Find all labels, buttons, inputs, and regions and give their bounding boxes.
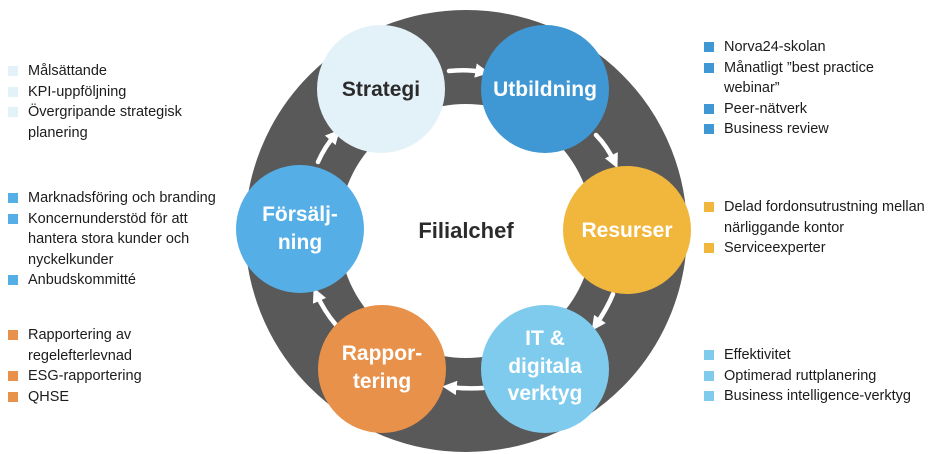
node-rapportering-label-2: tering (353, 370, 411, 393)
node-strategi-label: Strategi (342, 78, 420, 101)
node-strategi: Strategi (317, 25, 445, 153)
node-resurser-label: Resurser (581, 219, 672, 242)
list-item: Månatligt ”best practice webinar” (701, 58, 896, 99)
node-it-label-1: IT & (525, 327, 565, 350)
list-item: Serviceexperter (701, 238, 929, 259)
node-forsaljning: Försälj- ning (236, 165, 364, 293)
list-item: Peer-nätverk (701, 99, 896, 120)
list-item: Business review (701, 119, 896, 140)
node-utbildning: Utbildning (481, 25, 609, 153)
list-item: Koncernunderstöd för att hantera stora k… (5, 209, 240, 271)
bullet-square-icon (8, 107, 18, 117)
list-item: Norva24-skolan (701, 37, 896, 58)
bullet-square-icon (704, 103, 714, 114)
list-resurser: Delad fordonsutrustning mellan närliggan… (701, 197, 929, 259)
bullet-square-icon (8, 330, 18, 340)
bullet-square-icon (704, 370, 714, 381)
node-utbildning-label: Utbildning (493, 78, 597, 101)
node-forsaljning-label-2: ning (278, 231, 322, 254)
arrow-strategi-utbildning (446, 63, 490, 78)
list-item: Delad fordonsutrustning mellan närliggan… (701, 197, 929, 238)
list-item: Anbudskommitté (5, 270, 240, 291)
list-item-text: Optimerad ruttplanering (724, 367, 877, 384)
list-item-text: Anbudskommitté (28, 272, 136, 288)
list-item-text: Effektivitet (724, 347, 791, 363)
node-it-label-2: digitala (508, 355, 582, 378)
center-label: Filialchef (418, 218, 514, 243)
list-item: Övergripande strategisk planering (5, 102, 230, 143)
list-item: Optimerad ruttplanering (701, 366, 929, 387)
bullet-square-icon (8, 371, 18, 381)
node-forsaljning-label-1: Försälj- (262, 203, 338, 226)
bullet-square-icon (704, 350, 714, 360)
list-item-text: Serviceexperter (724, 240, 826, 256)
list-item-text: Business intelligence-verktyg (724, 388, 911, 404)
list-resurser-wrapper: Delad fordonsutrustning mellan närliggan… (701, 197, 929, 259)
bullet-square-icon (704, 124, 714, 134)
list-item-text: KPI-uppföljning (28, 83, 127, 100)
bullet-square-icon (8, 213, 18, 224)
list-item-text: Månatligt ”best practice webinar” (724, 59, 874, 97)
list-item: Marknadsföring och branding (5, 188, 240, 209)
list-item-text: Målsättande (28, 63, 107, 79)
list-item-text: Peer-nätverk (724, 100, 808, 117)
list-item-text: Rapportering av regelefterlevnad (28, 327, 132, 364)
list-item-text: ESG-rapportering (28, 368, 142, 384)
node-resurser: Resurser (563, 166, 691, 294)
bullet-square-icon (704, 62, 714, 73)
list-item-text: QHSE (28, 388, 70, 405)
arrow-resurser-it (591, 291, 616, 331)
node-rapportering: Rappor- tering (318, 305, 446, 433)
bullet-square-icon (704, 42, 714, 52)
bullet-square-icon (8, 66, 18, 76)
node-it: IT & digitala verktyg (481, 305, 609, 433)
bullet-square-icon (704, 202, 714, 212)
list-item: Målsättande (5, 61, 230, 82)
list-item-text: Business review (724, 121, 829, 137)
bullet-square-icon (8, 275, 18, 285)
node-it-label-3: verktyg (508, 382, 583, 405)
arrow-utbildning-resurser (593, 132, 618, 169)
list-item: Effektivitet (701, 345, 929, 366)
list-item: Business intelligence-verktyg (701, 386, 929, 407)
list-item: KPI-uppföljning (5, 82, 230, 103)
list-item-text: Koncernunderstöd för att hantera stora k… (28, 210, 190, 268)
bullet-square-icon (8, 86, 18, 97)
bullet-square-icon (704, 391, 714, 401)
arrow-forsaljning-strategi (315, 129, 340, 165)
node-rapportering-label-1: Rappor- (342, 342, 423, 365)
list-item-text: Norva24-skolan (724, 39, 826, 55)
bullet-square-icon (8, 391, 18, 402)
list-item: QHSE (5, 387, 185, 408)
arrow-it-rapportering (442, 380, 486, 396)
bullet-square-icon (704, 243, 714, 253)
bullet-square-icon (8, 193, 18, 203)
list-item-text: Marknadsföring och branding (28, 190, 216, 206)
arrow-rapportering-forsaljning (312, 287, 339, 328)
list-item: ESG-rapportering (5, 366, 185, 387)
list-item-text: Övergripande strategisk planering (28, 104, 182, 141)
list-item: Rapportering av regelefterlevnad (5, 325, 185, 366)
cycle-arrows (312, 63, 618, 396)
list-item-text: Delad fordonsutrustning mellan närliggan… (724, 199, 925, 236)
